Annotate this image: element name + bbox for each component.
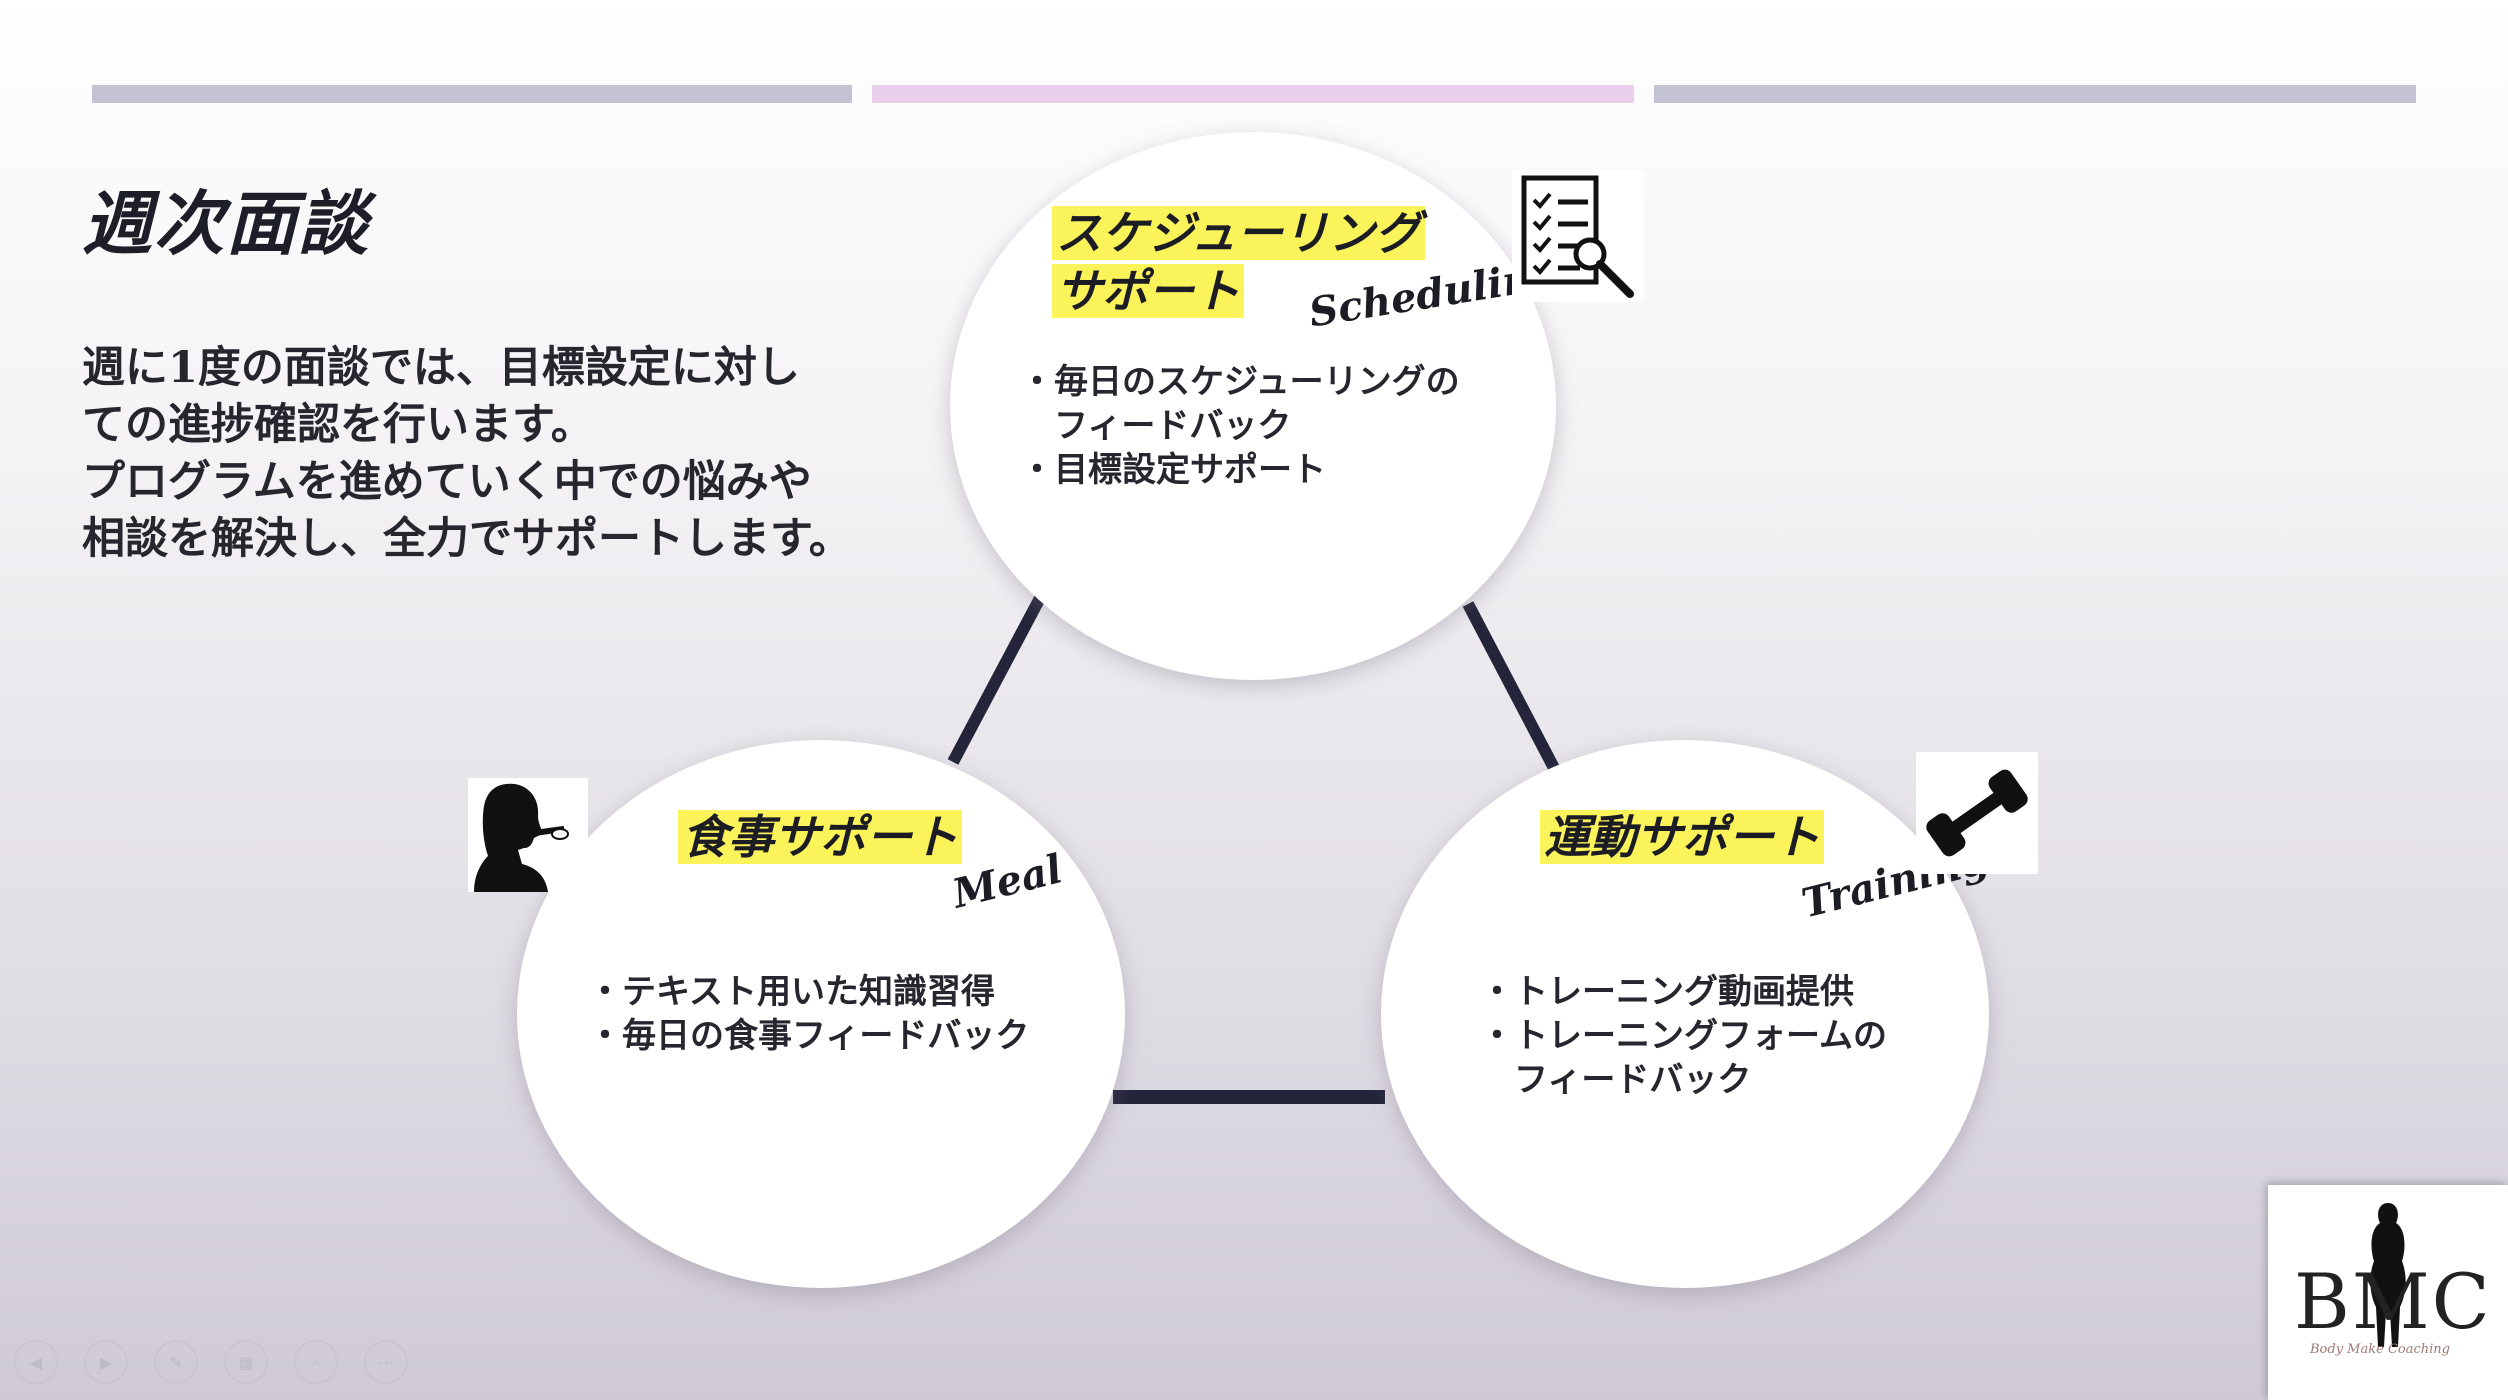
bullet-item: ・トレーニング動画提供 xyxy=(1480,972,1854,1012)
logo-letters: BMC xyxy=(2294,1257,2492,1346)
bullet-item: ・テキスト用いた知識習得 xyxy=(588,972,995,1012)
next-icon[interactable]: ▶ xyxy=(84,1340,128,1384)
scheduling-heading-line2: サポート xyxy=(1052,264,1244,318)
dumbbell-icon xyxy=(1916,752,2038,874)
top-bar-center xyxy=(872,85,1634,103)
training-heading-text: 運動サポート xyxy=(1540,810,1824,864)
training-heading: 運動サポート xyxy=(1540,808,1824,866)
bullet-item: ・目標設定サポート xyxy=(1020,450,1326,490)
zoom-icon[interactable]: ⌕ xyxy=(294,1340,338,1384)
intro-line: プログラムを進めていく中での悩みや xyxy=(82,457,812,507)
checklist-magnifier-icon xyxy=(1512,170,1644,302)
bullet-item: ・トレーニングフォームの xyxy=(1480,1016,1887,1056)
bmc-logo: BMC Body Make Coaching xyxy=(2268,1185,2508,1400)
woman-eating-icon xyxy=(468,778,588,892)
bullet-item: ・毎日のスケジューリングの xyxy=(1020,362,1460,402)
previous-icon[interactable]: ◀ xyxy=(14,1340,58,1384)
connector-top-right xyxy=(1462,601,1560,771)
slideshow-controls: ◀ ▶ ✎ ▦ ⌕ ⋯ xyxy=(14,1340,408,1384)
scheduling-heading-line1: スケジューリング xyxy=(1052,206,1425,260)
top-bar-left xyxy=(92,85,852,103)
meal-heading: 食事サポート xyxy=(678,808,962,866)
meal-bullets: ・テキスト用いた知識習得 ・毎日の食事フィードバック xyxy=(588,970,1029,1058)
more-icon[interactable]: ⋯ xyxy=(364,1340,408,1384)
meal-heading-text: 食事サポート xyxy=(678,810,962,864)
silhouette-icon xyxy=(2370,1203,2406,1347)
intro-line: 相談を解決し、全力でサポートします。 xyxy=(82,514,852,564)
connector-top-left xyxy=(947,595,1046,765)
training-bullets: ・トレーニング動画提供 ・トレーニングフォームの フィードバック xyxy=(1480,970,1887,1102)
pen-icon[interactable]: ✎ xyxy=(154,1340,198,1384)
bullet-item: フィードバック xyxy=(1054,406,1292,446)
slides-icon[interactable]: ▦ xyxy=(224,1340,268,1384)
intro-text: 週に1度の面談では、目標設定に対し ての進捗確認を行います。 プログラムを進めて… xyxy=(82,340,942,568)
intro-line: 週に1度の面談では、目標設定に対し xyxy=(82,343,800,393)
scheduling-bullets: ・毎日のスケジューリングの フィードバック ・目標設定サポート xyxy=(1020,360,1460,492)
scheduling-heading: スケジューリング サポート xyxy=(1052,204,1425,320)
top-bar-right xyxy=(1654,85,2416,103)
bullet-item: フィードバック xyxy=(1514,1060,1752,1100)
intro-line: ての進捗確認を行います。 xyxy=(82,400,594,450)
logo-subtitle: Body Make Coaching xyxy=(2310,1342,2450,1357)
bullet-item: ・毎日の食事フィードバック xyxy=(588,1016,1030,1056)
page-title: 週次面談 xyxy=(82,182,370,265)
